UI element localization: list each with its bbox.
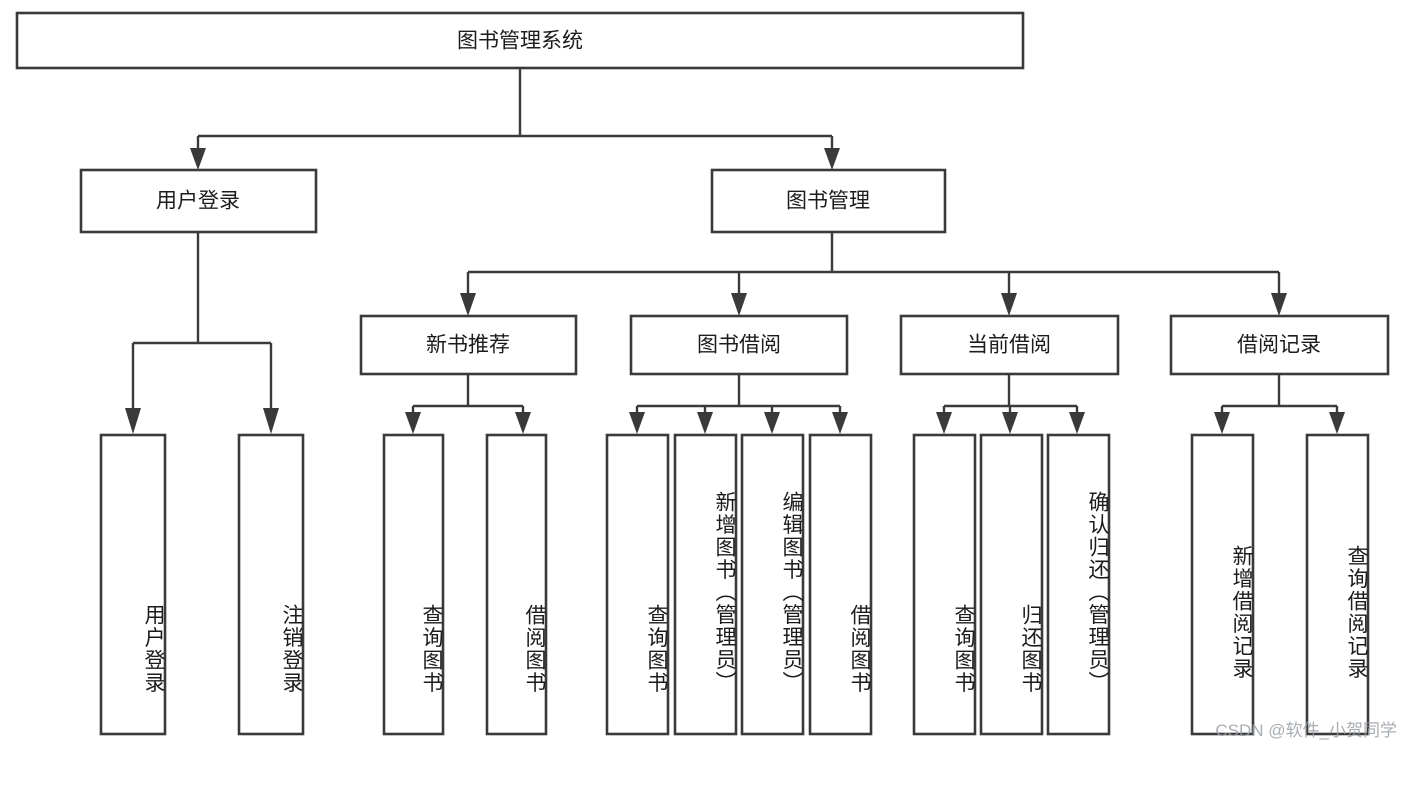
- node-root[interactable]: [15, 11, 1025, 70]
- arrow-to-leaf-query-book-1: [405, 412, 421, 434]
- node-user-login[interactable]: [79, 168, 318, 234]
- node-leaf-user-logout[interactable]: [237, 433, 305, 736]
- node-book-borrow[interactable]: [629, 314, 849, 376]
- tree-diagram-svg: 图书管理系统 用户登录 图书管理 新书推荐 图书借阅 当前借阅 借阅记录: [15, 11, 1390, 736]
- arrow-root-to-book-manage: [824, 148, 840, 170]
- node-leaf-edit-book[interactable]: [740, 433, 805, 736]
- arrow-to-new-book-rec: [460, 293, 476, 316]
- arrow-to-leaf-edit-book: [764, 412, 780, 434]
- node-leaf-query-record[interactable]: [1305, 433, 1370, 736]
- arrow-to-leaf-user-login: [125, 408, 141, 434]
- node-current-borrow-label: 当前借阅: [967, 334, 1051, 357]
- arrow-to-leaf-query-book-2: [629, 412, 645, 434]
- node-borrow-record-label: 借阅记录: [1237, 334, 1321, 357]
- arrow-to-leaf-user-logout: [263, 408, 279, 434]
- node-leaf-return-book[interactable]: [979, 433, 1044, 736]
- node-user-login-label: 用户登录: [156, 190, 240, 213]
- arrow-to-borrow-record: [1271, 293, 1287, 316]
- arrow-to-leaf-return-book: [1002, 412, 1018, 434]
- csdn-watermark: CSDN @软件_小贺同学: [1215, 721, 1397, 740]
- arrow-to-leaf-confirm-return: [1069, 412, 1085, 434]
- arrow-to-current-borrow: [1001, 293, 1017, 316]
- node-leaf-query-book-3[interactable]: [912, 433, 977, 736]
- node-book-manage[interactable]: [710, 168, 947, 234]
- node-current-borrow[interactable]: [899, 314, 1120, 376]
- node-book-borrow-label: 图书借阅: [697, 334, 781, 357]
- node-new-book-rec-label: 新书推荐: [426, 334, 510, 357]
- node-leaf-confirm-return[interactable]: [1046, 433, 1111, 736]
- node-leaf-add-record[interactable]: [1190, 433, 1255, 736]
- diagram-canvas: 图书管理系统 用户登录 图书管理 新书推荐 图书借阅 当前借阅 借阅记录: [15, 11, 1397, 740]
- arrow-to-leaf-query-record: [1329, 412, 1345, 434]
- node-leaf-query-book-2[interactable]: [605, 433, 670, 736]
- node-book-manage-label: 图书管理: [786, 190, 870, 213]
- arrow-to-leaf-borrow-book-1: [515, 412, 531, 434]
- connector-layer: [125, 68, 1345, 434]
- node-leaf-user-login[interactable]: [99, 433, 167, 736]
- arrow-to-leaf-query-book-3: [936, 412, 952, 434]
- arrow-to-leaf-borrow-book-2: [832, 412, 848, 434]
- arrow-to-book-borrow: [731, 293, 747, 316]
- node-new-book-rec[interactable]: [359, 314, 578, 376]
- node-leaf-query-book-1[interactable]: [382, 433, 445, 736]
- node-root-label: 图书管理系统: [457, 30, 583, 53]
- node-borrow-record[interactable]: [1169, 314, 1390, 376]
- node-layer: 图书管理系统 用户登录 图书管理 新书推荐 图书借阅 当前借阅 借阅记录: [15, 11, 1390, 736]
- arrow-to-leaf-add-record: [1214, 412, 1230, 434]
- node-leaf-borrow-book-1[interactable]: [485, 433, 548, 736]
- node-leaf-add-book[interactable]: [673, 433, 738, 736]
- arrow-to-leaf-add-book: [697, 412, 713, 434]
- node-leaf-borrow-book-2[interactable]: [808, 433, 873, 736]
- arrow-root-to-user-login: [190, 148, 206, 170]
